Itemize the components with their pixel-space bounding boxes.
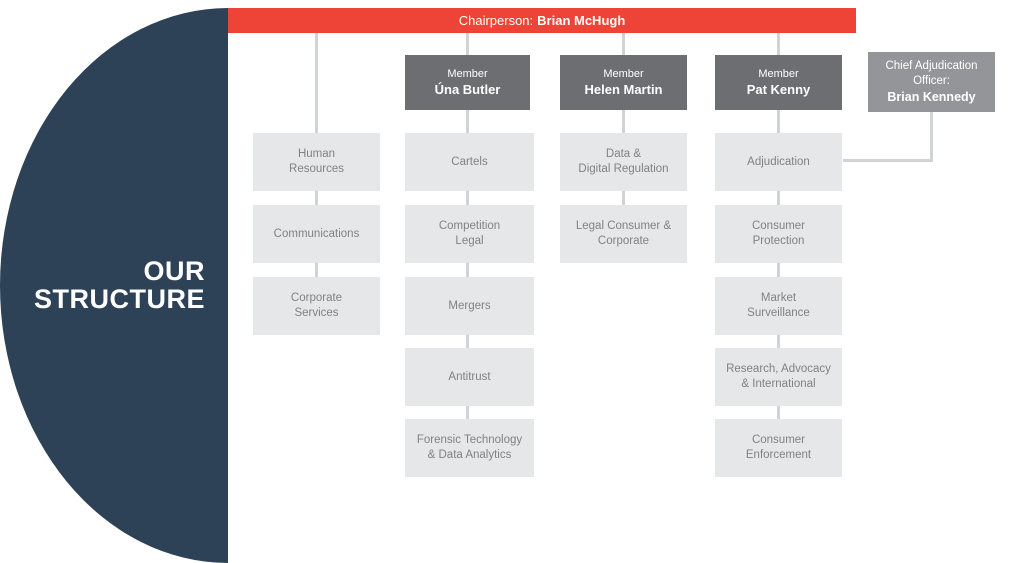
connector-column3 <box>622 33 625 208</box>
dept-label: Competition Legal <box>438 220 501 247</box>
dept-box-legal-consumer-corporate: Legal Consumer & Corporate <box>560 205 687 263</box>
officer-role: Chief Adjudication Officer: <box>885 59 978 88</box>
connector-officer-vertical <box>930 112 933 162</box>
dept-label: Forensic Technology & Data Analytics <box>416 434 523 461</box>
dept-label: Market Surveillance <box>747 292 810 319</box>
member-role: Member <box>758 67 799 80</box>
dept-label: Research, Advocacy & International <box>726 363 831 390</box>
dept-box-cartels: Cartels <box>405 133 534 191</box>
dept-label: Cartels <box>451 155 488 168</box>
dept-box-consumer-enforcement: Consumer Enforcement <box>715 419 842 477</box>
dept-box-consumer-protection: Consumer Protection <box>715 205 842 263</box>
dept-label: Antitrust <box>448 370 491 383</box>
dept-label: Human Resources <box>289 148 344 175</box>
member-box-pat-kenny: Member Pat Kenny <box>715 55 842 110</box>
dept-box-competition-legal: Competition Legal <box>405 205 534 263</box>
dept-box-corporate-services: Corporate Services <box>253 277 380 335</box>
dept-box-data-digital-regulation: Data & Digital Regulation <box>560 133 687 191</box>
dept-box-forensic-technology: Forensic Technology & Data Analytics <box>405 419 534 477</box>
dept-label: Communications <box>273 227 360 240</box>
member-role: Member <box>603 67 644 80</box>
dept-label: Consumer Enforcement <box>745 434 812 461</box>
member-box-helen-martin: Member Helen Martin <box>560 55 687 110</box>
member-box-una-butler: Member Úna Butler <box>405 55 530 110</box>
dept-label: Corporate Services <box>290 292 343 319</box>
dept-box-adjudication: Adjudication <box>715 133 842 191</box>
dept-box-antitrust: Antitrust <box>405 348 534 406</box>
dept-box-market-surveillance: Market Surveillance <box>715 277 842 335</box>
dept-box-research-advocacy-international: Research, Advocacy & International <box>715 348 842 406</box>
chairperson-bar: Chairperson: Brian McHugh <box>228 8 856 33</box>
connector-officer-horizontal <box>843 159 933 162</box>
officer-name: Brian Kennedy <box>887 89 976 104</box>
member-name: Pat Kenny <box>746 81 811 97</box>
member-role: Member <box>447 67 488 80</box>
officer-box-brian-kennedy: Chief Adjudication Officer: Brian Kenned… <box>868 52 995 112</box>
chairperson-label: Chairperson: <box>458 13 534 28</box>
dept-label: Mergers <box>448 299 491 312</box>
page-title: OUR STRUCTURE <box>34 256 205 314</box>
dept-label: Data & Digital Regulation <box>578 148 669 175</box>
dept-box-mergers: Mergers <box>405 277 534 335</box>
dept-label: Adjudication <box>747 155 810 168</box>
chairperson-name: Brian McHugh <box>537 13 626 28</box>
dept-label: Legal Consumer & Corporate <box>575 220 672 247</box>
member-name: Úna Butler <box>434 81 501 97</box>
dept-box-human-resources: Human Resources <box>253 133 380 191</box>
dept-label: Consumer Protection <box>751 220 806 247</box>
member-name: Helen Martin <box>584 81 663 97</box>
structure-panel: OUR STRUCTURE <box>0 8 228 563</box>
dept-box-communications: Communications <box>253 205 380 263</box>
